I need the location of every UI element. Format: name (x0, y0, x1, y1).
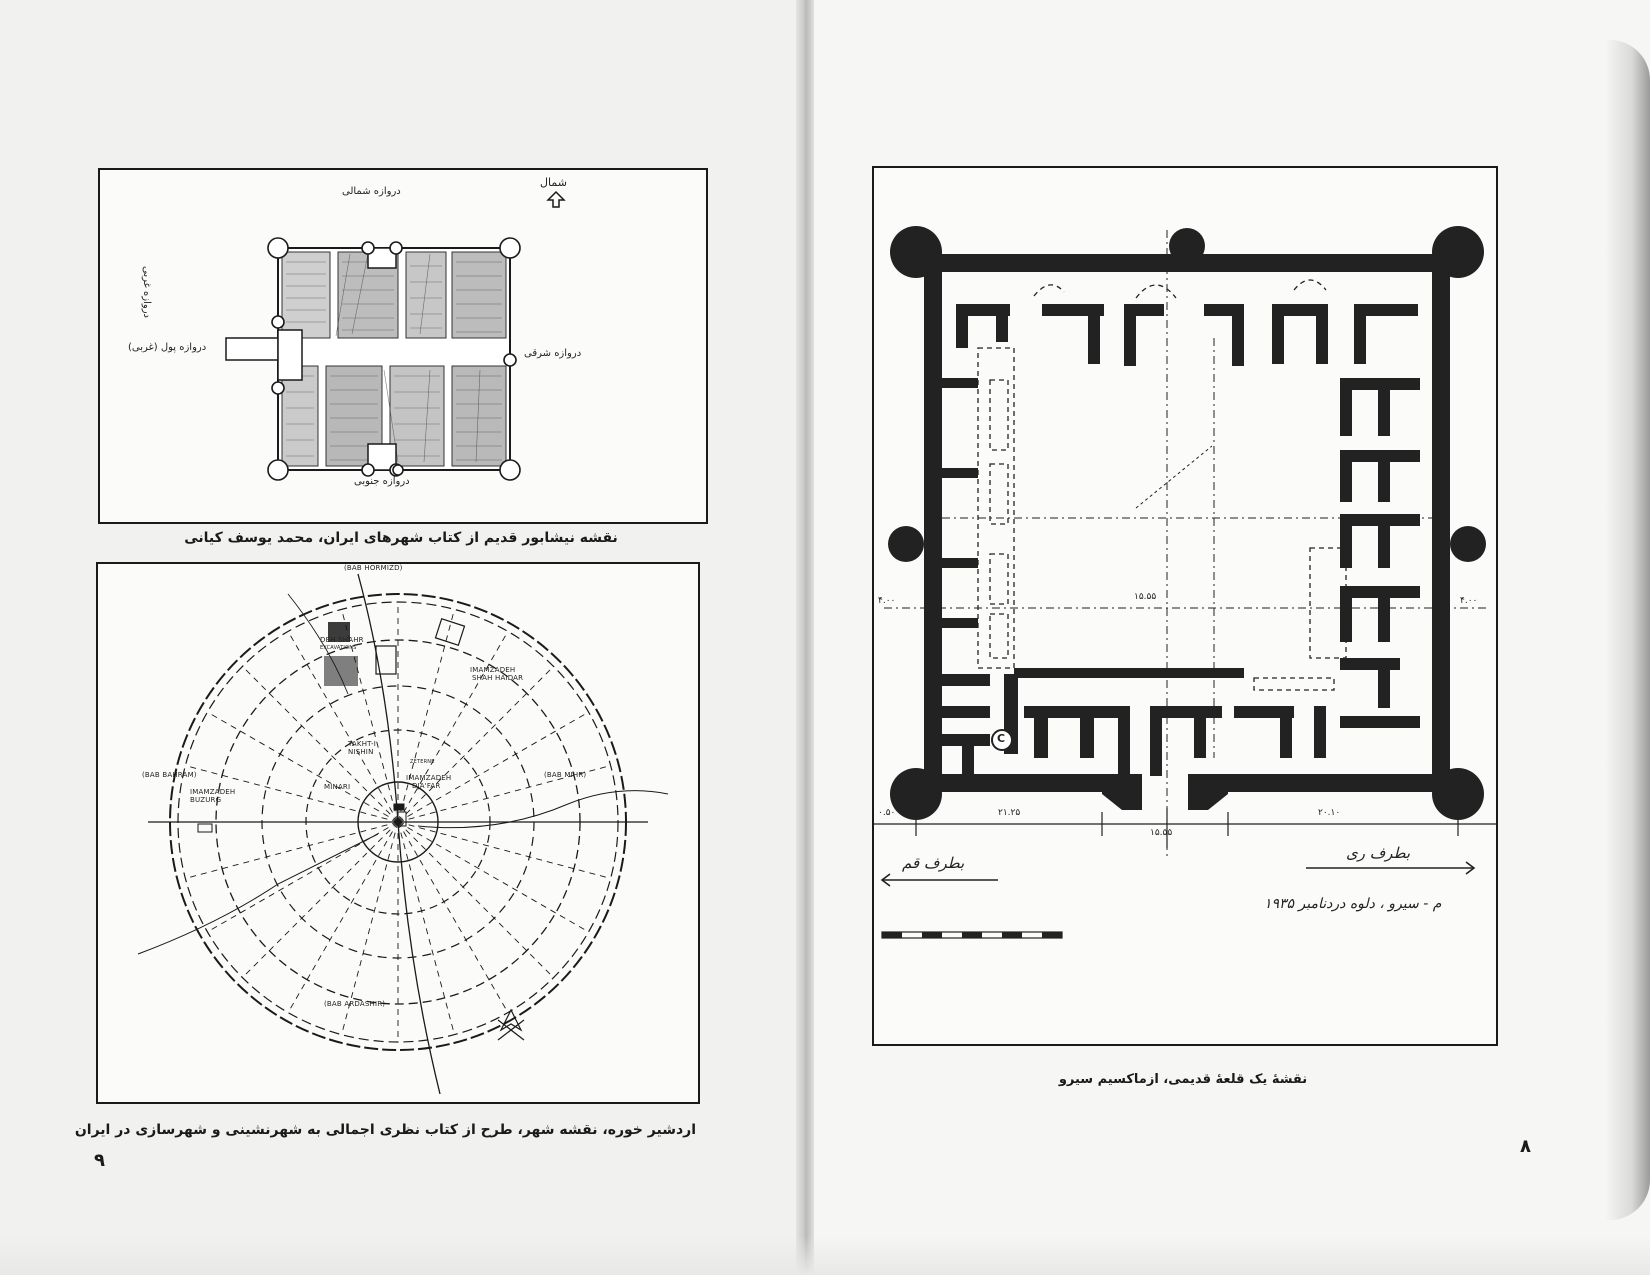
imamzadeh-shah-haidar-label-2: SHAH HAIDAR (472, 674, 524, 682)
dimension-left-edge: ۰.۵۰ (878, 808, 896, 818)
fortress-plan-figure: ۰.۵۰ ۲۱.۲۵ ۱۵.۵۵ ۲۰.۱۰ ۱.۵۰ ۴.۰۰ ۴.۰۰ ۱۵… (872, 166, 1498, 1046)
fortress-plan-drawing (874, 226, 1496, 939)
deh-shahr-label: DEH SHAHR (320, 636, 364, 644)
imamzadeh-jafar-label-2: DJA'FAR (412, 782, 441, 790)
ardashir-khurreh-map-figure: (BAB HORMIZD) DEH SHAHR EXCAVATIONS IMAM… (96, 562, 700, 1104)
bab-ardashir-label: (BAB ARDASHIR) (324, 1000, 386, 1008)
imamzadeh-buzurg-label-1: IMAMZADEH (190, 788, 236, 796)
bab-hormizd-label: (BAB HORMIZD) (344, 564, 403, 572)
room-c-label: C (997, 732, 1006, 745)
north-label: شمال (540, 176, 567, 189)
takht-nishin-label-2: NISHIN (348, 748, 374, 756)
nishapur-map-caption: نقشه نیشابور قدیم از کتاب شهرهای ایران، … (184, 530, 618, 546)
north-arrow-icon (546, 190, 566, 208)
left-page-number: ۹ (94, 1150, 105, 1171)
west-gate-label: دروازه غربی (141, 266, 152, 319)
scale-bar (881, 931, 1063, 939)
fortress-plan-caption: نقشهٔ یک قلعهٔ قدیمی، ازماکسیم سیرو (1058, 1072, 1308, 1087)
south-gate-label: دروازه جنوبی (354, 476, 410, 487)
tower-ne (499, 237, 521, 259)
dimension-side-right: ۴.۰۰ (1460, 596, 1478, 606)
south-wall-left (924, 774, 1130, 792)
right-page-number: ۸ (1520, 1136, 1531, 1157)
east-wall (1432, 254, 1450, 792)
ardashir-khurreh-caption: اردشیر خوره، نقشه شهر، طرح از کتاب نظری … (74, 1122, 696, 1138)
tower-se (499, 459, 521, 481)
dimension-right-edge: ۱.۵۰ (1454, 808, 1472, 818)
tower-nw (267, 237, 289, 259)
toward-rey-label: بطرف ری (1346, 844, 1411, 862)
takht-nishin-label-1: TAKHT-I (348, 740, 376, 748)
west-bridge-gate-label: دروازه پول (غربی) (128, 342, 207, 353)
south-wall-right (1200, 774, 1450, 792)
nishapur-map-drawing (225, 190, 566, 481)
author-note: م - سیرو ، دلوه دردنامبر ۱۹۳۵ (1264, 896, 1442, 912)
nishapur-map-figure: شمال دروازه شمالی دروازه غربی دروازه پول… (98, 168, 708, 524)
compass-north-icon (497, 1008, 525, 1041)
bab-bahram-label: (BAB BAHRAM) (142, 771, 197, 779)
dimension-line (874, 808, 1496, 848)
book-gutter (796, 0, 814, 1275)
east-gate-label: دروازه شرقی (524, 348, 582, 359)
imamzadeh-jafar-label-1: IMAMZADEH (406, 774, 452, 782)
room-c-marker (991, 729, 1013, 751)
page-curl-edge (1605, 40, 1650, 1220)
north-gate-label: دروازه شمالی (342, 186, 401, 197)
imamzadeh-buzurg-label-2: BUZURG (190, 796, 222, 804)
deh-shahr-excavation (324, 622, 358, 686)
ardashir-khurreh-drawing (137, 573, 669, 1095)
dimension-right-span: ۲۰.۱۰ (1318, 808, 1341, 818)
deh-shahr-sub-label: EXCAVATIONS (320, 645, 357, 651)
imamzadeh-shah-haidar-label-1: IMAMZADEH (470, 666, 516, 674)
dimension-left-span: ۲۱.۲۵ (998, 808, 1021, 818)
west-wall (924, 254, 942, 792)
zeterne-label: ZETERNE (410, 759, 435, 765)
scan-bottom-shadow (0, 1235, 1650, 1275)
dimension-center-mark: ۱۵.۵۵ (1134, 592, 1157, 602)
toward-qom-label: بطرف قم (902, 854, 965, 872)
bab-mihr-label: (BAB MIHR) (544, 771, 587, 779)
tower-sw (267, 459, 289, 481)
dimension-side-left: ۴.۰۰ (878, 596, 896, 606)
dimension-middle-span: ۱۵.۵۵ (1150, 828, 1173, 838)
minari-label: MINARI (324, 783, 351, 791)
